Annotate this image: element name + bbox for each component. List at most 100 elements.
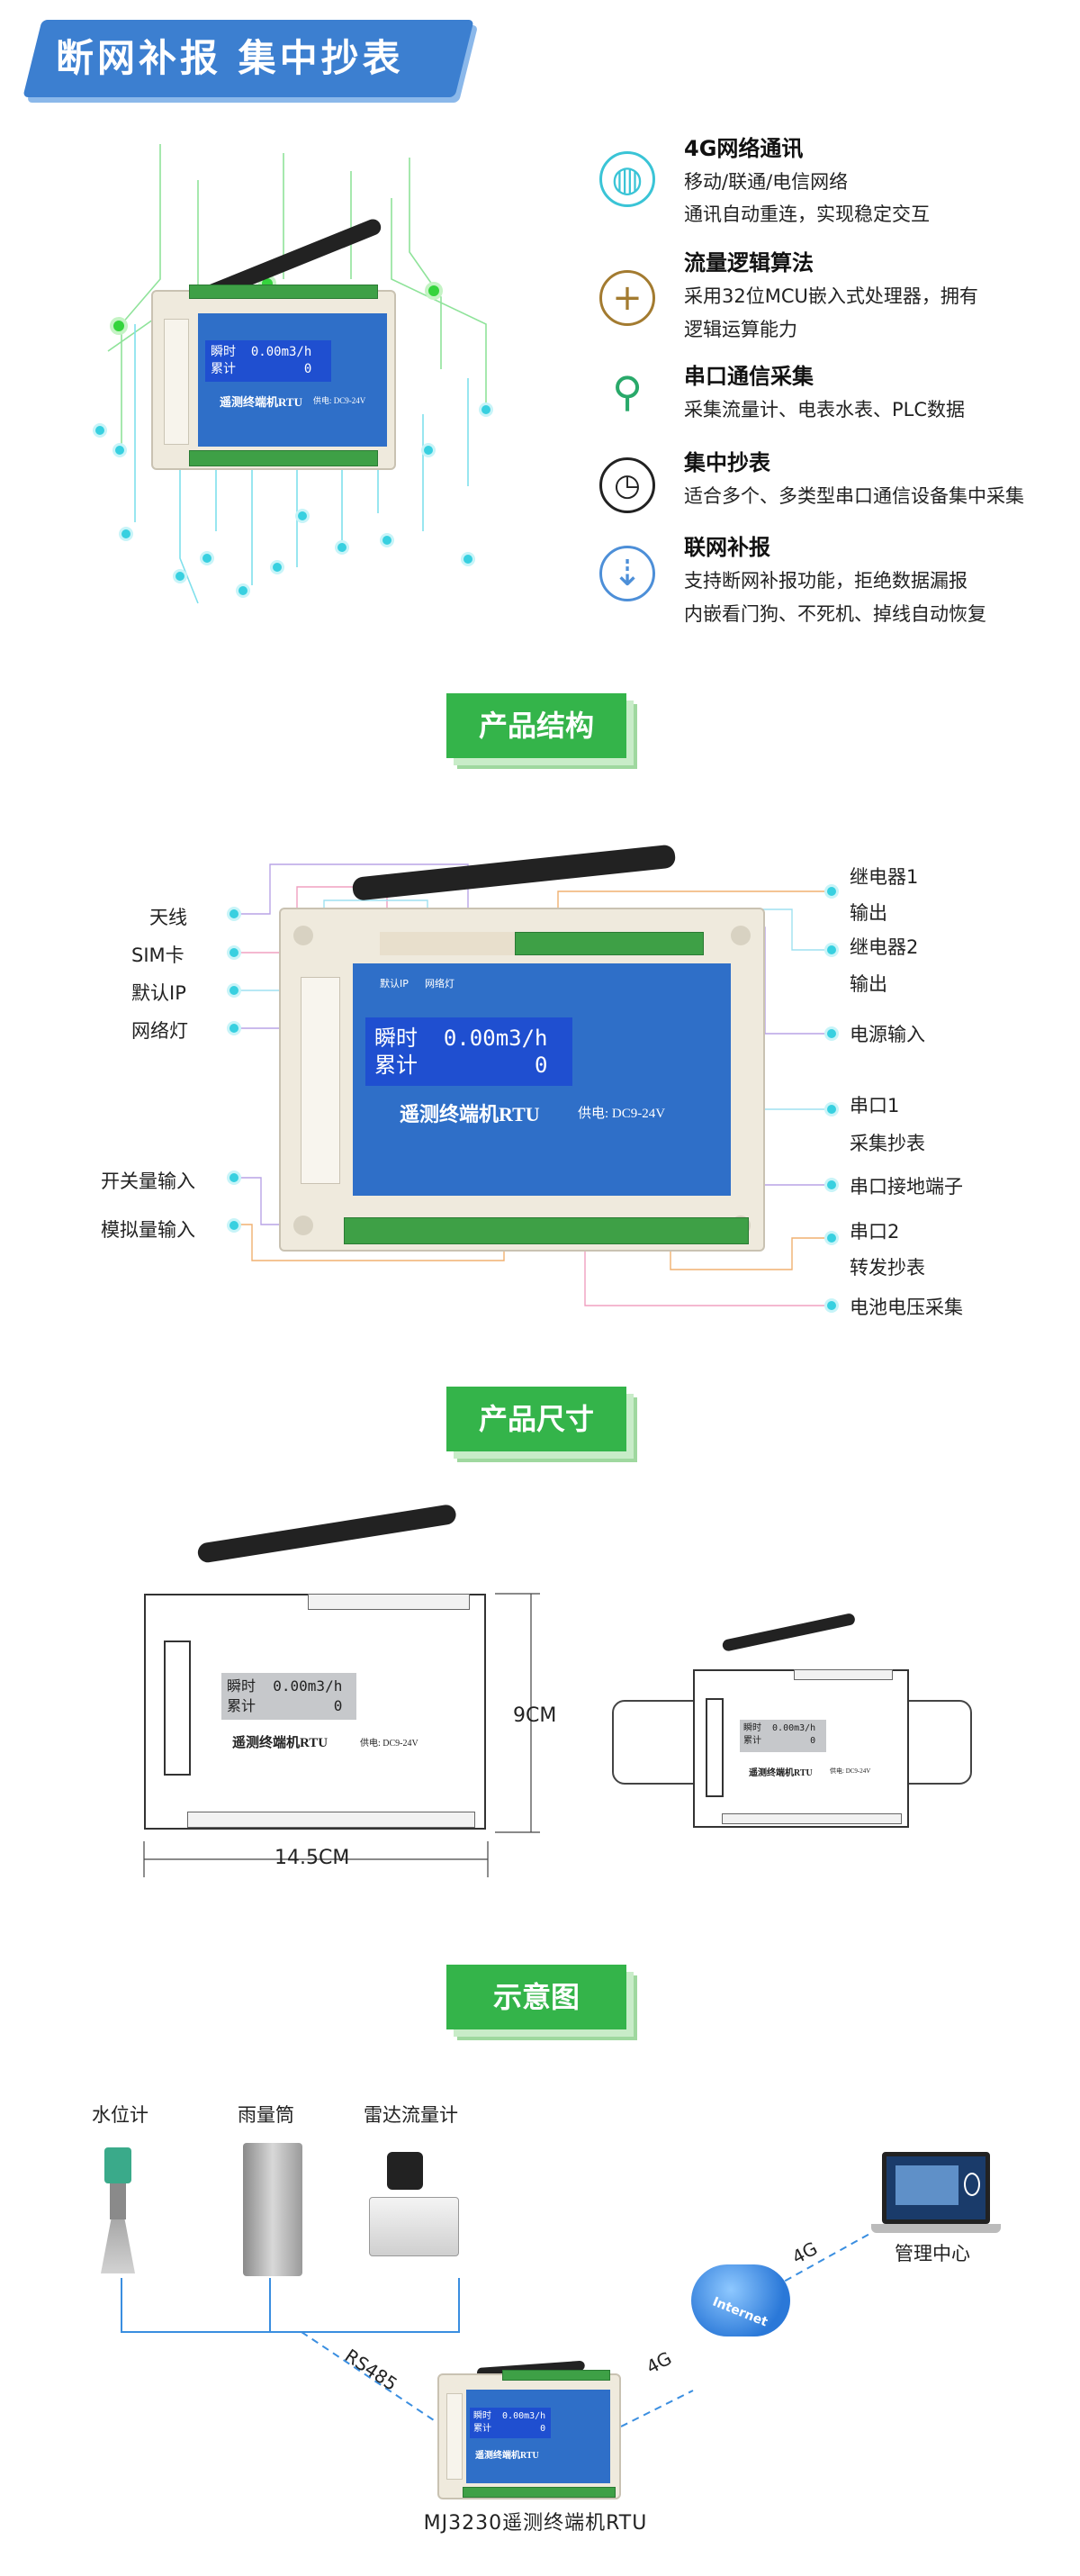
feature-title: 集中抄表 bbox=[684, 450, 770, 475]
target-icon: + bbox=[599, 270, 655, 326]
sensor-label: 雨量筒 bbox=[238, 2104, 294, 2126]
terminal-block-bottom bbox=[722, 1813, 902, 1824]
dimension-drawing-small: 瞬时 0.00m3/h 累计 0 遥测终端机RTU 供电: DC9-24V bbox=[693, 1669, 909, 1828]
radar-flowmeter-icon bbox=[387, 2152, 423, 2190]
lcd-line-1: 瞬时 0.00m3/h bbox=[473, 2411, 546, 2421]
lcd-screen: 瞬时 0.00m3/h 累计 0 bbox=[221, 1673, 356, 1720]
label-dot bbox=[227, 1170, 241, 1185]
structure-label-right: 继电器2 bbox=[850, 936, 919, 958]
structure-label-right: 继电器1 bbox=[850, 866, 919, 888]
structure-label-right: 输出 bbox=[850, 973, 887, 995]
structure-label-right: 串口1 bbox=[850, 1095, 900, 1116]
panel-label: 默认IP bbox=[380, 978, 409, 990]
structure-label-right: 串口接地端子 bbox=[850, 1176, 963, 1198]
lcd-line-1: 瞬时 0.00m3/h bbox=[211, 345, 312, 359]
antenna bbox=[196, 1503, 458, 1564]
diagram-connector-lines bbox=[121, 2232, 872, 2427]
front-panel: 瞬时 0.00m3/h 累计 0 遥测终端机RTU bbox=[466, 2390, 610, 2483]
lcd-screen: 瞬时 0.00m3/h 累计 0 bbox=[205, 340, 331, 382]
lcd-line-2: 累计 0 bbox=[473, 2424, 546, 2434]
indicator-dot bbox=[421, 443, 436, 457]
terminal-block-top bbox=[189, 285, 378, 299]
label-dot bbox=[227, 945, 241, 960]
feature-title: 4G网络通讯 bbox=[684, 136, 804, 161]
device-name: 遥测终端机RTU bbox=[475, 2451, 539, 2461]
terminal-block-bottom bbox=[187, 1812, 475, 1828]
label-dot bbox=[227, 1021, 241, 1035]
front-panel: 瞬时 0.00m3/h 累计 0 遥测终端机RTU 供电: DC9-24V bbox=[198, 313, 387, 447]
feature-title: 联网补报 bbox=[684, 535, 770, 560]
label-dot bbox=[824, 1026, 839, 1041]
lcd-line-1: 瞬时 0.00m3/h bbox=[374, 1026, 548, 1051]
cloud-icon bbox=[691, 2264, 790, 2336]
indicator-dot bbox=[380, 533, 394, 547]
structure-label-right: 串口2 bbox=[850, 1221, 900, 1243]
globe-icon: ◍ bbox=[599, 151, 655, 207]
indicator-dot bbox=[110, 317, 128, 335]
indicator-dot bbox=[425, 282, 443, 300]
structure-label-left: SIM卡 bbox=[131, 945, 184, 966]
device-name: 遥测终端机RTU bbox=[220, 395, 302, 409]
antenna bbox=[721, 1612, 857, 1652]
sensor-label: 水位计 bbox=[92, 2104, 148, 2126]
feature-line: 采集流量计、电表水表、PLC数据 bbox=[684, 399, 966, 420]
water-level-meter-icon bbox=[110, 2183, 126, 2219]
device-name: 遥测终端机RTU bbox=[400, 1103, 540, 1125]
section-title-diagram: 示意图 bbox=[446, 1965, 626, 2029]
label-dot bbox=[227, 983, 241, 998]
banner-title: 断网补报 集中抄表 bbox=[56, 36, 404, 80]
structure-label-right: 采集抄表 bbox=[850, 1133, 925, 1154]
feature-line: 支持断网补报功能，拒绝数据漏报 bbox=[684, 570, 968, 592]
lcd-line-2: 累计 0 bbox=[227, 1697, 343, 1714]
structure-label-left: 网络灯 bbox=[131, 1020, 188, 1042]
structure-label-left: 模拟量输入 bbox=[101, 1219, 195, 1241]
indicator-dot bbox=[93, 423, 107, 438]
feature-title: 串口通信采集 bbox=[684, 364, 814, 389]
terminal-block-bottom bbox=[189, 450, 378, 466]
terminal-block-bottom bbox=[344, 1217, 749, 1244]
dimension-lines bbox=[143, 1593, 540, 1877]
lcd-line-2: 累计 0 bbox=[211, 362, 312, 376]
feature-title: 流量逻辑算法 bbox=[684, 250, 814, 276]
clock-icon: ◷ bbox=[599, 457, 655, 513]
panel-label: 网络灯 bbox=[425, 978, 454, 990]
device-power: 供电: DC9-24V bbox=[830, 1767, 871, 1775]
sensor-label: 雷达流量计 bbox=[364, 2104, 458, 2126]
diagram-device: 瞬时 0.00m3/h 累计 0 遥测终端机RTU bbox=[437, 2370, 621, 2499]
label-dot bbox=[227, 907, 241, 921]
structure-label-left: 默认IP bbox=[131, 982, 186, 1004]
feature-line: 适合多个、多类型串口通信设备集中采集 bbox=[684, 485, 1024, 507]
terminal-block-top bbox=[308, 1594, 470, 1610]
label-dot bbox=[824, 884, 839, 899]
label-dot bbox=[824, 943, 839, 957]
usb-icon: ⚲ bbox=[612, 367, 643, 416]
terminal-block-top bbox=[794, 1669, 893, 1680]
structure-label-left: 开关量输入 bbox=[101, 1170, 195, 1192]
device-caption: MJ3230遥测终端机RTU bbox=[423, 2512, 648, 2535]
indicator-dot bbox=[119, 527, 133, 541]
device-name: 遥测终端机RTU bbox=[232, 1736, 328, 1750]
structure-label-left: 天线 bbox=[149, 907, 187, 928]
terminal-block-top bbox=[515, 932, 704, 955]
section-title-size: 产品尺寸 bbox=[446, 1387, 626, 1451]
laptop-icon bbox=[882, 2152, 990, 2224]
indicator-dot bbox=[200, 551, 214, 565]
indicator-dot bbox=[295, 509, 310, 523]
section-title-structure: 产品结构 bbox=[446, 693, 626, 758]
structure-device: 默认IP 网络灯 瞬时 0.00m3/h 累计 0 遥测终端机RTU 供电: D… bbox=[279, 908, 765, 1252]
feature-line: 移动/联通/电信网络 bbox=[684, 171, 849, 193]
lcd-screen: 瞬时 0.00m3/h 累计 0 bbox=[740, 1720, 826, 1752]
laptop-icon bbox=[871, 2224, 1001, 2233]
device-power: 供电: DC9-24V bbox=[313, 396, 366, 405]
globe-download-icon: ⇣ bbox=[599, 546, 655, 601]
label-dot bbox=[824, 1178, 839, 1192]
lcd-screen: 瞬时 0.00m3/h 累计 0 bbox=[470, 2408, 551, 2438]
label-dot bbox=[824, 1231, 839, 1245]
terminal-block-top bbox=[502, 2370, 610, 2381]
front-panel: 默认IP 网络灯 瞬时 0.00m3/h 累计 0 遥测终端机RTU 供电: D… bbox=[353, 963, 731, 1196]
lcd-line-2: 累计 0 bbox=[374, 1053, 548, 1078]
water-level-meter-icon bbox=[104, 2147, 131, 2183]
dimension-width: 14.5CM bbox=[274, 1847, 350, 1869]
feature-line: 内嵌看门狗、不死机、掉线自动恢复 bbox=[684, 603, 986, 625]
structure-label-right: 电源输入 bbox=[850, 1024, 925, 1045]
